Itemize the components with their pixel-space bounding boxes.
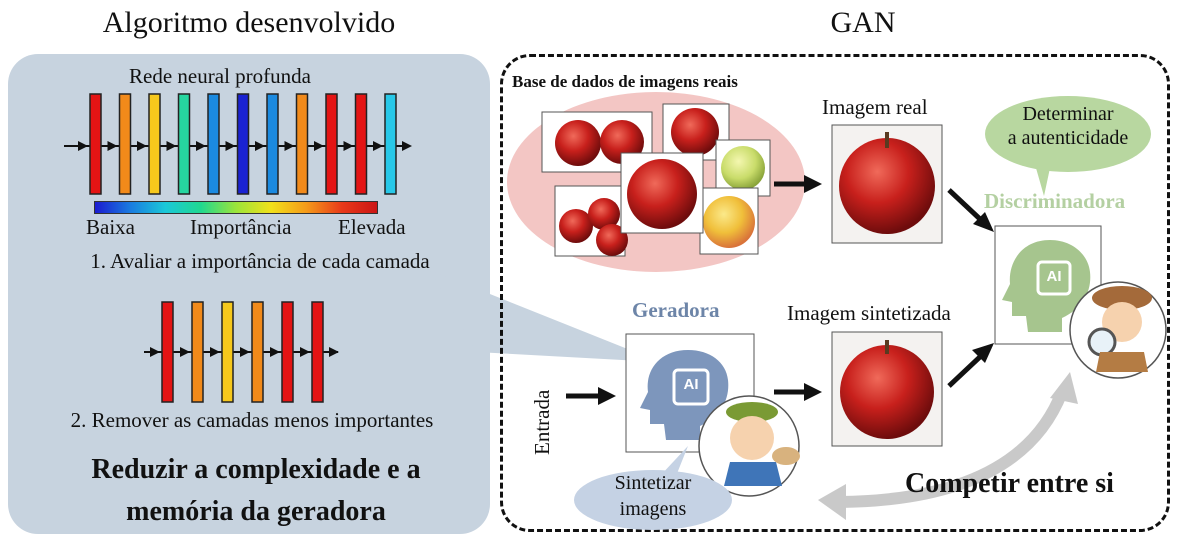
network-arrowhead bbox=[137, 141, 147, 151]
painter-character-icon bbox=[698, 395, 800, 497]
pruned-network-layers bbox=[144, 301, 339, 403]
network-arrowhead bbox=[240, 347, 250, 357]
network-arrowhead bbox=[78, 141, 88, 151]
determine-bubble bbox=[985, 96, 1151, 172]
discriminator-label: Discriminadora bbox=[984, 189, 1126, 213]
network-layer bbox=[354, 93, 368, 195]
detective-character-icon bbox=[1069, 281, 1167, 379]
gan-frame bbox=[500, 54, 1170, 532]
determine-bubble-tail bbox=[1036, 168, 1050, 196]
network-arrowhead bbox=[225, 141, 236, 151]
network-layer bbox=[161, 301, 174, 403]
synth-image-label: Imagem sintetizada bbox=[787, 301, 951, 325]
scale-high-label: Elevada bbox=[338, 215, 406, 239]
discriminator-ai-text: AI bbox=[1046, 268, 1062, 285]
compete-label: Competir entre si bbox=[905, 468, 1114, 499]
network-arrowhead bbox=[329, 347, 339, 357]
pruned-network-diagram bbox=[144, 301, 339, 403]
network-arrowhead bbox=[314, 141, 324, 151]
generator-ai-text: AI bbox=[683, 376, 699, 393]
synthesize-text-line2: imagens bbox=[619, 498, 687, 520]
synthesize-bubble-tail bbox=[660, 446, 688, 476]
step1-text: 1. Avaliar a importância de cada camada bbox=[90, 249, 430, 273]
generator-ai-chip-icon bbox=[672, 368, 710, 406]
network-arrowhead bbox=[343, 141, 354, 151]
importance-colorbar bbox=[94, 201, 378, 214]
network-arrowhead bbox=[150, 347, 160, 357]
network-layer bbox=[295, 93, 309, 195]
compete-arrow bbox=[818, 372, 1078, 520]
network-layer bbox=[177, 93, 191, 195]
network-arrowhead bbox=[402, 141, 412, 151]
step2-text: 2. Remover as camadas menos importantes bbox=[70, 408, 434, 432]
reduce-heading-line2: memória da geradora bbox=[126, 496, 386, 527]
network-arrowhead bbox=[166, 141, 177, 151]
network-layer bbox=[384, 93, 397, 195]
network-arrowhead bbox=[373, 141, 383, 151]
network-title: Rede neural profunda bbox=[129, 64, 311, 88]
photo-apple-center bbox=[620, 152, 704, 234]
network-layer bbox=[281, 301, 294, 403]
network-layer bbox=[251, 301, 264, 403]
network-layer bbox=[221, 301, 234, 403]
network-arrowhead bbox=[270, 347, 280, 357]
network-arrowhead bbox=[255, 141, 265, 151]
network-layer bbox=[266, 93, 279, 195]
network-layer bbox=[207, 93, 220, 195]
synthesize-bubble bbox=[574, 470, 732, 530]
photo-apples-3 bbox=[554, 185, 628, 257]
synthesized-image bbox=[831, 331, 943, 447]
network-arrowhead bbox=[300, 347, 310, 357]
database-title: Base de dados de imagens reais bbox=[512, 72, 738, 91]
network-layer bbox=[118, 93, 132, 195]
network-layer bbox=[325, 93, 338, 195]
input-label: Entrada bbox=[530, 389, 554, 455]
network-arrowhead bbox=[196, 141, 206, 151]
network-layer bbox=[191, 301, 204, 403]
scale-low-label: Baixa bbox=[86, 215, 135, 239]
network-arrowhead bbox=[107, 141, 118, 151]
real-image bbox=[831, 124, 943, 244]
network-arrowhead bbox=[210, 347, 220, 357]
determine-text-line1: Determinar bbox=[1022, 103, 1114, 125]
network-layer bbox=[236, 93, 250, 195]
network-layer bbox=[148, 93, 161, 195]
left-title: Algoritmo desenvolvido bbox=[102, 6, 396, 39]
flow-arrows bbox=[566, 175, 994, 405]
determine-text-line2: a autenticidade bbox=[1007, 127, 1129, 149]
network-arrowhead bbox=[284, 141, 295, 151]
discriminator-ai-chip-icon bbox=[1036, 260, 1072, 296]
full-network-diagram bbox=[64, 93, 412, 195]
full-network-layers bbox=[64, 93, 412, 195]
photo-apple-green bbox=[715, 139, 771, 197]
network-arrowhead bbox=[180, 347, 190, 357]
gan-title: GAN bbox=[830, 6, 896, 39]
real-image-label: Imagem real bbox=[822, 95, 928, 119]
generator-label: Geradora bbox=[632, 298, 720, 322]
network-layer bbox=[89, 93, 102, 195]
scale-mid-label: Importância bbox=[190, 215, 292, 239]
photo-apple-yellow bbox=[699, 187, 759, 255]
synthesize-text-line1: Sintetizar bbox=[614, 472, 692, 494]
reduce-heading-line1: Reduzir a complexidade e a bbox=[91, 454, 421, 485]
network-layer bbox=[311, 301, 324, 403]
